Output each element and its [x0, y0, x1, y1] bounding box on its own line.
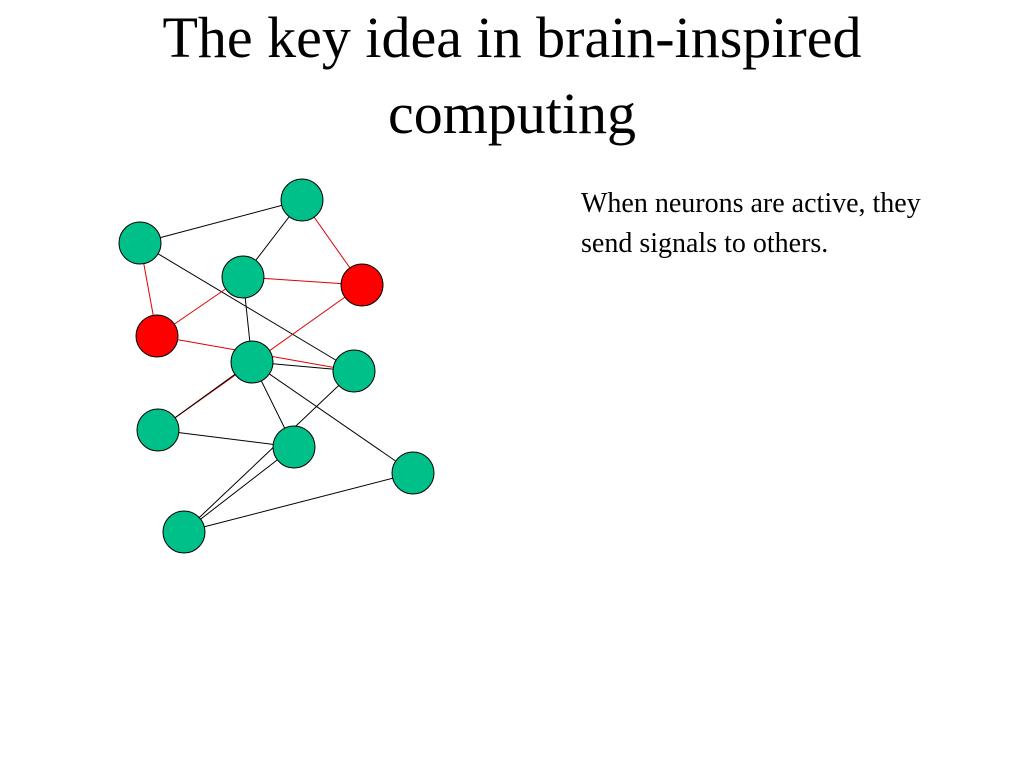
neuron-n10: [162, 510, 206, 554]
connection-n8-n9: [157, 429, 295, 448]
connection-n1-n7: [139, 242, 355, 372]
neuron-n6: [230, 340, 274, 384]
neuron-n11: [391, 451, 435, 495]
slide-title-line-2: computing: [387, 81, 637, 146]
network-neurons: [118, 178, 435, 554]
neuron-n8: [136, 408, 180, 452]
body-line-2: send signals to others.: [581, 228, 829, 259]
connection-n2-n1: [139, 199, 303, 244]
neuron-n3: [221, 255, 265, 299]
neuron-n9: [272, 425, 316, 469]
neuron-n1: [118, 221, 162, 265]
connection-n10-n11: [183, 472, 414, 533]
active-neuron-n4: [135, 314, 179, 358]
connection-n7-n10: [183, 370, 355, 533]
body-line-1: When neurons are active, they: [581, 188, 921, 219]
slide-title-line-1: The key idea in brain-inspired: [162, 5, 862, 70]
active-neuron-n5: [340, 263, 384, 307]
connection-n6-n11: [251, 361, 414, 474]
slide-title: The key idea in brain-inspired computing: [0, 0, 1024, 152]
slide-body-text: When neurons are active, they send signa…: [581, 184, 1011, 264]
neuron-n7: [332, 349, 376, 393]
connection-n9-n10: [183, 446, 295, 533]
neuron-n2: [280, 178, 324, 222]
